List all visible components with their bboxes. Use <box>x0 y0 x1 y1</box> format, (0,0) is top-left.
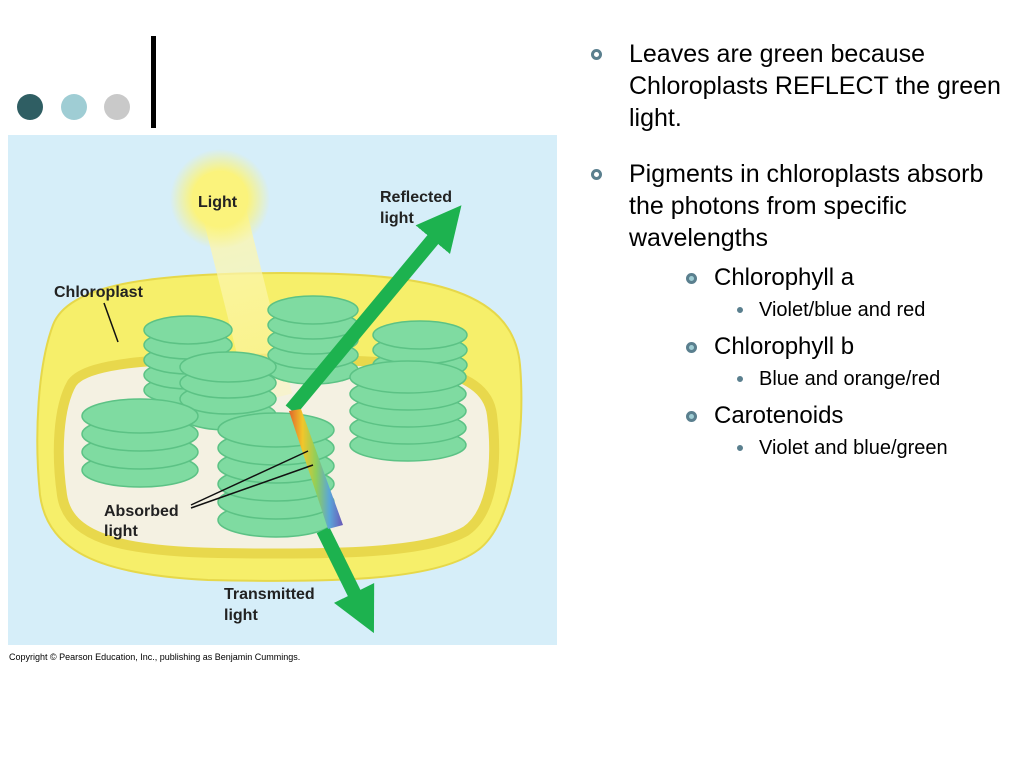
title-divider <box>151 36 156 128</box>
transmitted-label-line2: light <box>224 607 258 624</box>
pigment-absorbs-text: Blue and orange/red <box>759 368 941 390</box>
absorbed-spectrum-band <box>289 409 343 529</box>
pigment-name: Chlorophyll a <box>714 264 855 291</box>
pigment-item: Chlorophyll b <box>629 331 1009 363</box>
bullet-item: Leaves are green because Chloroplasts RE… <box>589 38 1009 134</box>
pigment-item: Chlorophyll a <box>629 262 1009 294</box>
absorbed-pointer-2 <box>190 464 314 509</box>
bullet-item: Pigments in chloroplasts absorb the phot… <box>589 158 1009 461</box>
small-dot-icon <box>737 376 743 382</box>
absorbed-label-line1: Absorbed <box>104 503 179 520</box>
small-dot-icon <box>737 445 743 451</box>
transmitted-light-arrow <box>316 526 375 634</box>
bullet-list: Leaves are green because Chloroplasts RE… <box>589 38 1009 485</box>
pigment-absorbs: Blue and orange/red <box>629 366 1009 392</box>
light-label: Light <box>198 194 238 211</box>
disc-bullet-icon <box>686 273 697 284</box>
reflected-light-arrow <box>285 205 462 415</box>
reflected-label-line2: light <box>380 210 414 227</box>
bullet-text: Pigments in chloroplasts absorb the phot… <box>629 160 984 252</box>
disc-bullet-icon <box>686 342 697 353</box>
pigment-absorbs-text: Violet/blue and red <box>759 299 926 321</box>
dot-mid <box>61 94 87 120</box>
chloroplast-pointer <box>103 302 119 343</box>
reflected-label-line1: Reflected <box>380 189 452 206</box>
light-core <box>192 171 248 227</box>
chloroplast-label: Chloroplast <box>54 284 144 301</box>
chloroplast-figure: Light Reflected light Chloroplast Absorb… <box>8 135 557 645</box>
pigment-name: Chlorophyll b <box>714 333 855 360</box>
transmitted-label-line1: Transmitted <box>224 586 315 603</box>
ring-bullet-icon <box>591 169 602 180</box>
pigment-item: Carotenoids <box>629 400 1009 432</box>
copyright-caption: Copyright © Pearson Education, Inc., pub… <box>9 652 301 662</box>
absorbed-label-line2: light <box>104 523 138 540</box>
small-dot-icon <box>737 307 743 313</box>
chloroplast-diagram: Light Reflected light Chloroplast Absorb… <box>8 135 557 645</box>
bullet-text: Leaves are green because Chloroplasts RE… <box>629 40 1001 132</box>
disc-bullet-icon <box>686 411 697 422</box>
pigment-name: Carotenoids <box>714 402 844 429</box>
pigment-absorbs: Violet/blue and red <box>629 297 1009 323</box>
absorbed-pointer-1 <box>190 450 309 506</box>
pigment-absorbs: Violet and blue/green <box>629 435 1009 461</box>
ring-bullet-icon <box>591 49 602 60</box>
dot-light <box>104 94 130 120</box>
pigment-absorbs-text: Violet and blue/green <box>759 437 948 459</box>
dot-dark <box>17 94 43 120</box>
